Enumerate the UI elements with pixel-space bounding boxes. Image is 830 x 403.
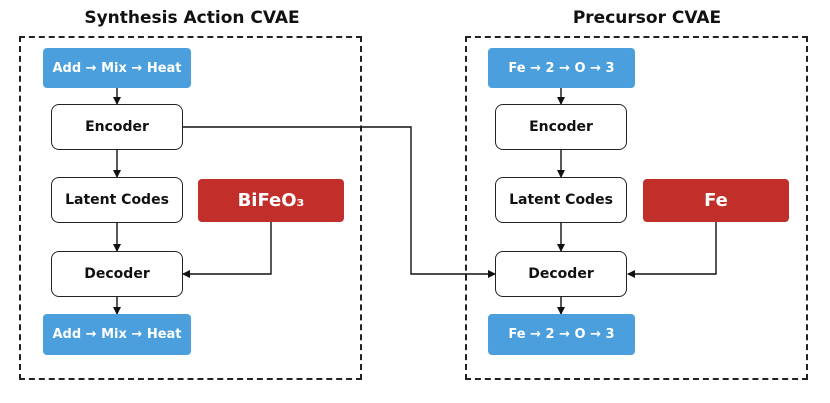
synthesis-decoder: Decoder: [51, 251, 183, 297]
precursor-encoder: Encoder: [495, 104, 627, 150]
precursor-decoder: Decoder: [495, 251, 627, 297]
precursor-cvae-title: Precursor CVAE: [572, 8, 722, 28]
precursor-input-sequence: Fe → 2 → O → 3: [488, 48, 635, 88]
bifeo3-condition: BiFeO₃: [198, 179, 344, 222]
synthesis-output-sequence: Add → Mix → Heat: [43, 314, 191, 355]
precursor-latent-codes: Latent Codes: [495, 177, 627, 223]
fe-condition: Fe: [643, 179, 789, 222]
precursor-output-sequence: Fe → 2 → O → 3: [488, 314, 635, 355]
synthesis-encoder: Encoder: [51, 104, 183, 150]
synthesis-cvae-panel: [19, 36, 362, 380]
synthesis-latent-codes: Latent Codes: [51, 177, 183, 223]
precursor-cvae-panel: [465, 36, 808, 380]
synthesis-cvae-title: Synthesis Action CVAE: [84, 8, 300, 28]
synthesis-input-sequence: Add → Mix → Heat: [43, 48, 191, 88]
